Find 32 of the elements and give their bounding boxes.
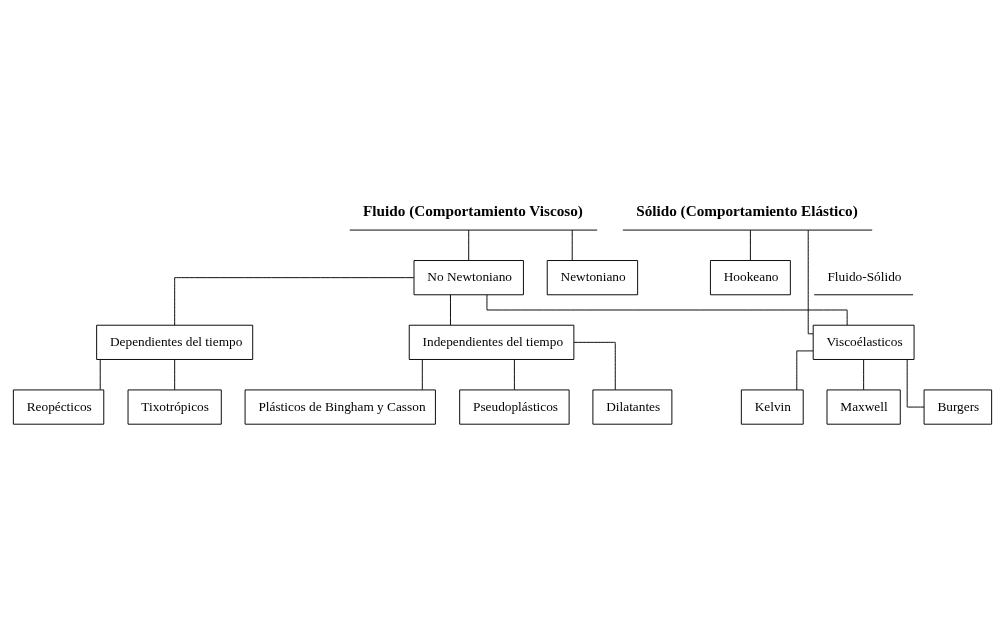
connector xyxy=(174,276,415,325)
connector xyxy=(573,341,616,390)
connector xyxy=(807,229,814,334)
node-box: Plásticos de Bingham y Casson xyxy=(244,388,436,425)
connector xyxy=(796,349,814,390)
node-box: Tixotrópicos xyxy=(127,388,222,425)
node-box: Reopécticos xyxy=(12,388,105,425)
connector xyxy=(571,229,573,261)
connector xyxy=(513,358,515,390)
node-box: Hookeano xyxy=(709,259,791,295)
connector xyxy=(906,358,925,408)
connector xyxy=(99,358,101,390)
node-box: No Newtoniano xyxy=(413,259,524,295)
connector xyxy=(749,229,751,261)
node-box: Dependientes del tiempo xyxy=(96,324,254,360)
connector xyxy=(863,358,865,390)
node-box: Dilatantes xyxy=(592,388,673,425)
connector xyxy=(486,294,848,326)
connector xyxy=(450,294,451,325)
node-label: Fluido-Sólido xyxy=(827,268,902,284)
node-box: Burgers xyxy=(923,388,993,425)
node-box: Newtoniano xyxy=(546,259,639,295)
node-box: Independientes del tiempo xyxy=(408,324,575,360)
connector xyxy=(468,229,470,261)
node-text: Fluido (Comportamiento Viscoso) xyxy=(363,201,583,219)
node-box: Viscoélasticos xyxy=(812,324,915,360)
node-text: Sólido (Comportamiento Elástico) xyxy=(636,201,858,219)
connector xyxy=(421,358,423,390)
connector xyxy=(174,358,176,390)
node-box: Kelvin xyxy=(740,388,804,425)
node-box: Maxwell xyxy=(826,388,901,425)
node-box: Pseudoplásticos xyxy=(459,388,570,425)
